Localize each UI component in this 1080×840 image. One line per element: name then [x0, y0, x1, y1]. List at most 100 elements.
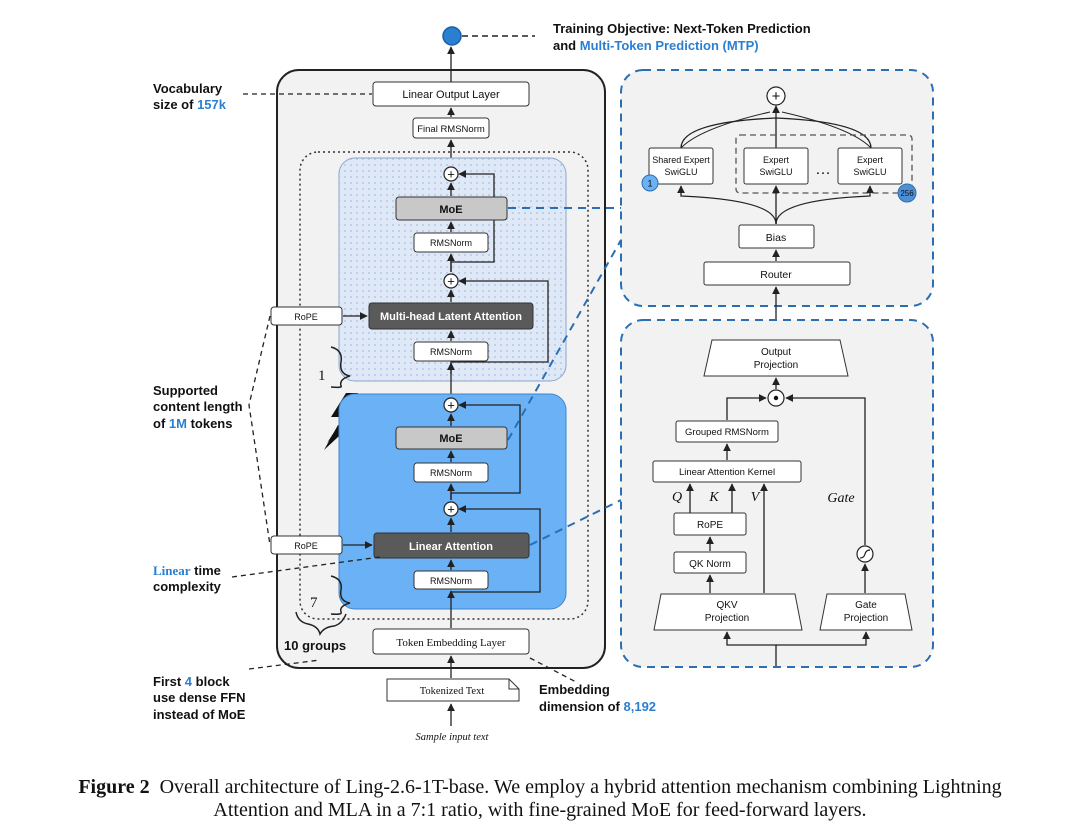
moe-box-mla [395, 196, 508, 221]
linear-time-line1: Linear time [153, 563, 221, 578]
context-line3: of 1M tokens [153, 416, 232, 431]
output-projection-line2: Projection [754, 360, 798, 371]
rmsnorm-box [413, 232, 489, 253]
svg-text:256: 256 [900, 189, 914, 198]
gate-projection [819, 593, 913, 631]
qkv-projection [653, 593, 803, 631]
rmsnorm-box [413, 462, 489, 483]
k-label: K [708, 490, 719, 505]
embed-line1: Embedding [539, 682, 610, 697]
expert-line1: Expert [857, 155, 884, 165]
sample-input-label: Sample input text [416, 732, 490, 743]
token-embedding-label: Token Embedding Layer [396, 637, 506, 649]
qk-norm-label: QK Norm [689, 559, 731, 570]
rmsnorm-box [413, 341, 489, 362]
rope-box-detail [673, 512, 747, 536]
add-icon [443, 501, 459, 517]
add-icon [443, 273, 459, 289]
shared-expert-line1: Shared Expert [652, 155, 710, 165]
qk-norm-box [673, 551, 747, 574]
first-block-line3: instead of MoE [153, 707, 246, 722]
groups-label: 10 groups [284, 638, 346, 653]
moe-label: MoE [439, 433, 462, 445]
linear-time-line2: complexity [153, 579, 222, 594]
attention-detail-panel [620, 319, 934, 668]
expert-badge [897, 183, 917, 203]
grouped-rmsnorm-box [675, 420, 779, 443]
linear-attention-kernel-box [652, 460, 802, 483]
caption-line2: Attention and MLA in a 7:1 ratio, with f… [213, 799, 867, 821]
svg-text:1: 1 [647, 179, 652, 189]
final-rmsnorm [412, 117, 490, 139]
first-block-line1: First 4 block [153, 674, 230, 689]
add-icon [443, 397, 459, 413]
rmsnorm-label: RMSNorm [430, 347, 472, 357]
router-label: Router [760, 269, 792, 281]
qkv-line2: Projection [705, 613, 749, 624]
tokenized-text-doc [386, 678, 520, 702]
expert-box [743, 147, 809, 185]
context-line1: Supported [153, 383, 218, 398]
first-block-line2: use dense FFN [153, 690, 245, 705]
qkv-line1: QKV [716, 600, 737, 611]
linear-attention-box [373, 532, 530, 559]
expert-line1: Expert [763, 155, 790, 165]
group-container [299, 151, 589, 620]
gate-label: Gate [827, 491, 854, 506]
bias-box [738, 224, 815, 249]
q-label: Q [672, 490, 682, 505]
sum-icon [766, 86, 786, 106]
gate-proj-line2: Projection [844, 613, 888, 624]
router-box [703, 261, 851, 286]
gate-proj-line1: Gate [855, 600, 877, 611]
expert-line2: SwiGLU [759, 167, 792, 177]
mla-label: Multi-head Latent Attention [380, 311, 522, 323]
mla-box [368, 302, 534, 330]
output-projection [703, 339, 849, 377]
rope-label: RoPE [294, 541, 318, 551]
kernel-label: Linear Attention Kernel [679, 467, 775, 478]
grouped-rmsnorm-label: Grouped RMSNorm [685, 427, 769, 438]
shared-expert-line2: SwiGLU [664, 167, 697, 177]
tokenized-text-label: Tokenized Text [420, 686, 485, 697]
figure-caption: Figure 2 Overall architecture of Ling-2.… [0, 776, 1080, 822]
svg-text:+: + [447, 502, 455, 517]
experts-ellipsis: … [815, 161, 831, 178]
moe-box-linear [395, 426, 508, 450]
linear-count: 7 [310, 595, 318, 611]
final-rmsnorm-label: Final RMSNorm [417, 124, 485, 135]
output-node [442, 26, 462, 46]
bias-label: Bias [766, 232, 786, 244]
rmsnorm-box [413, 570, 489, 590]
context-line2: content length [153, 399, 243, 414]
caption-line1: Overall architecture of Ling-2.6-1T-base… [159, 776, 1002, 798]
expert-badge [641, 174, 659, 192]
vocab-line2: size of 157k [153, 97, 227, 112]
rmsnorm-label: RMSNorm [430, 238, 472, 248]
svg-text:+: + [447, 167, 455, 182]
rope-label: RoPE [294, 312, 318, 322]
moe-label: MoE [439, 204, 462, 216]
svg-text:+: + [447, 274, 455, 289]
expert-line2: SwiGLU [853, 167, 886, 177]
caption-label: Figure 2 [78, 776, 150, 798]
experts-group [735, 134, 913, 194]
objective-line2: and Multi-Token Prediction (MTP) [553, 38, 759, 53]
expert-box [837, 147, 903, 185]
rope-box-mla [270, 306, 343, 326]
rmsnorm-label: RMSNorm [430, 576, 472, 586]
mla-count: 1 [318, 368, 326, 384]
rope-detail-label: RoPE [697, 520, 723, 531]
linear-output-label: Linear Output Layer [402, 89, 500, 101]
vocab-line1: Vocabulary [153, 81, 223, 96]
shared-expert-box [648, 147, 714, 185]
svg-text:+: + [447, 398, 455, 413]
output-projection-line1: Output [761, 347, 791, 358]
v-label: V [751, 490, 761, 505]
token-embedding-layer [372, 628, 530, 655]
rope-box-linear [270, 535, 343, 555]
linear-attention-label: Linear Attention [409, 541, 493, 553]
objective-line1: Training Objective: Next-Token Predictio… [553, 21, 811, 36]
rmsnorm-label: RMSNorm [430, 468, 472, 478]
